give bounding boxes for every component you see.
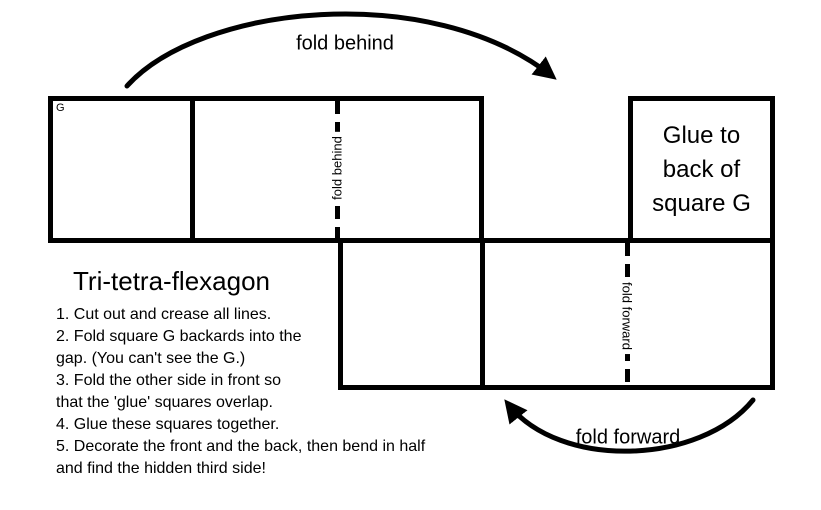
instruction-line: gap. (You can't see the G.)	[56, 350, 246, 367]
fold-behind-line-label: fold behind	[328, 132, 346, 204]
square-g-label: G	[56, 102, 65, 114]
top-row-squares	[48, 96, 484, 243]
instruction-line: 4. Glue these squares together.	[56, 416, 280, 433]
glue-text-line: Glue to	[662, 121, 741, 149]
bottom-row-square-divider-line	[480, 238, 485, 390]
instruction-line: 3. Fold the other side in front so	[56, 372, 282, 389]
glue-text-line: square G	[652, 189, 751, 217]
glue-square: Glue to back of square G	[628, 96, 775, 243]
glue-square-text: Glue to back of square G	[652, 119, 751, 221]
instruction-line: and find the hidden third side!	[56, 460, 266, 477]
top-row-square-divider-line	[190, 96, 195, 243]
instruction-line: 1. Cut out and crease all lines.	[56, 306, 272, 323]
glue-text-line: back of	[662, 155, 741, 183]
instruction-line: that the 'glue' squares overlap.	[56, 394, 273, 411]
fold-forward-line-label: fold forward	[618, 278, 636, 354]
instruction-line: 5. Decorate the front and the back, then…	[56, 438, 426, 455]
fold-forward-arrow-label: fold forward	[575, 426, 681, 449]
fold-behind-arrow-label: fold behind	[296, 32, 394, 55]
instructions-list: 1. Cut out and crease all lines. 2. Fold…	[56, 304, 425, 480]
page-title: Tri-tetra-flexagon	[73, 266, 270, 296]
bottom-row-squares	[338, 238, 775, 390]
instruction-line: 2. Fold square G backards into the	[56, 328, 302, 345]
